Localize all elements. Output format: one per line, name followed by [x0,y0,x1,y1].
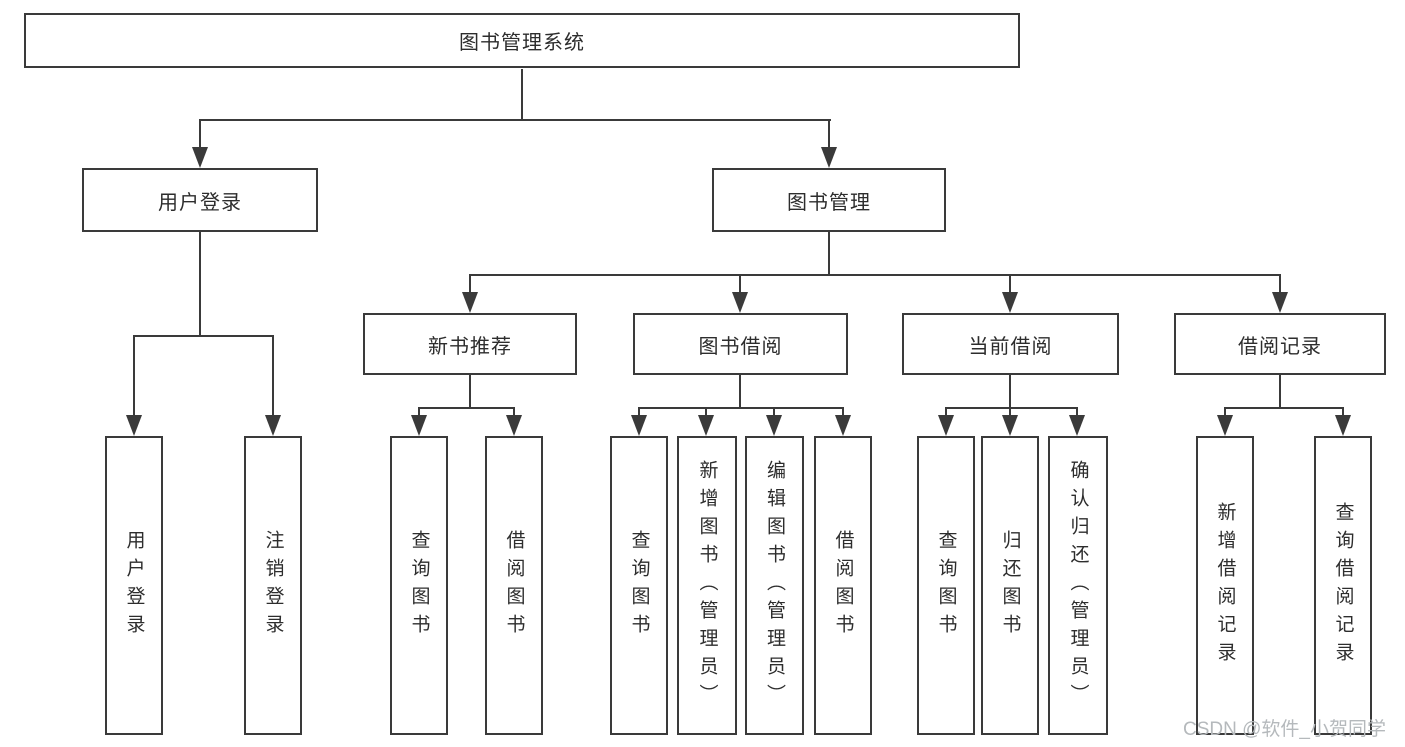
connector-line [521,69,523,119]
leaf-logout: 注销登录 [244,436,302,735]
leaf-return-books: 归还图书 [981,436,1039,735]
connector-line [945,407,947,417]
arrow-down-icon [835,415,851,436]
arrow-down-icon [766,415,782,436]
leaf-label: 查询图书 [408,529,430,642]
leaf-label: 编辑图书（管理员） [764,459,785,712]
connector-line [133,335,274,337]
arrow-down-icon [126,415,142,436]
leaf-add-book-admin: 新增图书（管理员） [677,436,737,735]
connector-line [1224,407,1226,417]
connector-line [1342,407,1344,417]
connector-line [418,407,420,417]
leaf-label: 借阅图书 [503,529,525,642]
leaf-label: 注销登录 [262,529,284,642]
arrow-down-icon [1002,415,1018,436]
node-label: 借阅记录 [1238,335,1322,358]
leaf-label: 归还图书 [999,529,1021,642]
node-current-borrowing: 当前借阅 [902,313,1119,375]
connector-line [842,407,844,417]
connector-line [1009,375,1011,417]
connector-line [1009,274,1011,294]
leaf-label: 确认归还（管理员） [1067,459,1089,712]
leaf-label: 用户登录 [123,529,145,642]
leaf-confirm-return-admin: 确认归还（管理员） [1048,436,1108,735]
connector-line [638,407,640,417]
node-label: 用户登录 [158,191,242,214]
arrow-down-icon [631,415,647,436]
leaf-label: 新增图书（管理员） [696,459,718,712]
node-label: 当前借阅 [968,335,1053,358]
connector-line [1076,407,1078,417]
leaf-query-books-3: 查询图书 [917,436,975,735]
arrow-down-icon [506,415,522,436]
arrow-down-icon [821,147,837,168]
connector-line [469,274,471,294]
leaf-edit-book-admin: 编辑图书（管理员） [745,436,804,735]
leaf-label: 查询借阅记录 [1332,501,1354,670]
arrow-down-icon [192,147,208,168]
connector-line [272,335,274,416]
arrow-down-icon [411,415,427,436]
leaf-query-borrow-record: 查询借阅记录 [1314,436,1372,735]
connector-line [1279,274,1281,294]
node-label: 新书推荐 [428,335,512,358]
arrow-down-icon [1272,292,1288,313]
arrow-down-icon [462,292,478,313]
leaf-label: 借阅图书 [832,529,854,642]
arrow-down-icon [1002,292,1018,313]
connector-line [418,407,515,409]
connector-line [828,119,830,149]
leaf-user-login: 用户登录 [105,436,163,735]
connector-line [739,274,741,294]
leaf-borrow-books-2: 借阅图书 [814,436,872,735]
connector-line [199,232,201,337]
leaf-query-books-2: 查询图书 [610,436,668,735]
leaf-label: 新增借阅记录 [1214,501,1236,670]
connector-line [638,407,844,409]
connector-line [469,274,1281,276]
node-label: 图书管理系统 [459,32,585,54]
leaf-add-borrow-record: 新增借阅记录 [1196,436,1254,735]
connector-line [1279,375,1281,409]
leaf-label: 查询图书 [628,529,650,642]
arrow-down-icon [265,415,281,436]
connector-line [133,335,135,416]
node-borrowing-records: 借阅记录 [1174,313,1386,375]
node-library-management-system: 图书管理系统 [24,13,1020,68]
connector-line [945,407,1078,409]
node-book-borrowing: 图书借阅 [633,313,848,375]
arrow-down-icon [698,415,714,436]
connector-line [705,407,707,417]
node-new-book-recommendation: 新书推荐 [363,313,577,375]
leaf-label: 查询图书 [935,529,957,642]
connector-line [199,119,831,121]
arrow-down-icon [1335,415,1351,436]
leaf-query-books: 查询图书 [390,436,448,735]
node-label: 图书管理 [787,191,871,214]
node-label: 图书借阅 [698,335,783,358]
connector-line [739,375,741,409]
arrow-down-icon [1069,415,1085,436]
leaf-borrow-books: 借阅图书 [485,436,543,735]
connector-line [1224,407,1344,409]
arrow-down-icon [938,415,954,436]
node-book-management: 图书管理 [712,168,946,232]
connector-line [828,232,830,275]
node-user-login: 用户登录 [82,168,318,232]
connector-line [199,119,201,149]
connector-line [773,407,775,417]
connector-line [469,375,471,409]
arrow-down-icon [1217,415,1233,436]
arrow-down-icon [732,292,748,313]
watermark-text: CSDN @软件_小贺同学 [1183,719,1386,740]
connector-line [513,407,515,417]
